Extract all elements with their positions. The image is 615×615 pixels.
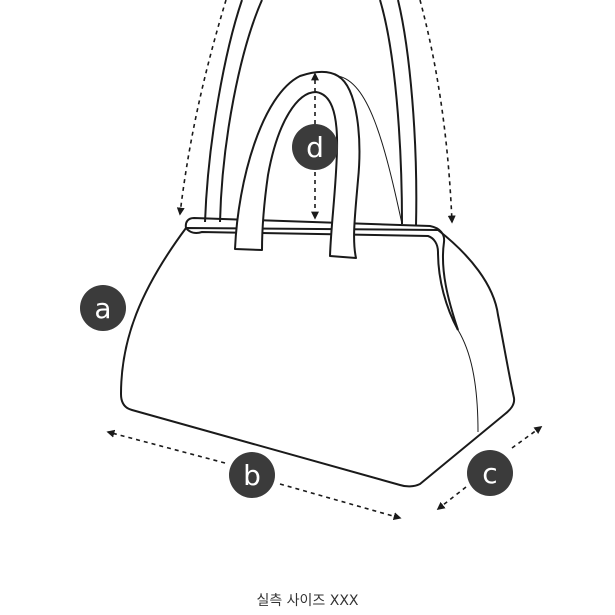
arrow-c-right [511, 426, 543, 449]
label-d-text: d [306, 131, 324, 164]
strap-arrow-right [419, 0, 456, 224]
label-c: c [467, 450, 513, 496]
bag-body [120, 227, 516, 488]
measurement-arrows [106, 0, 543, 521]
arrow-b-left [106, 429, 226, 464]
label-a-text: a [94, 292, 111, 325]
arrow-c-left [436, 486, 467, 510]
label-d: d [292, 124, 338, 170]
back-handle [337, 75, 403, 225]
label-c-text: c [482, 457, 497, 490]
arrow-b-right [279, 483, 402, 521]
front-handle [234, 70, 361, 259]
label-a: a [80, 285, 126, 331]
label-b: b [229, 452, 275, 498]
strap-arrow-left [176, 0, 227, 216]
shoulder-strap [204, 0, 418, 227]
label-b-text: b [243, 459, 261, 492]
size-caption: 실측 사이즈 XXX [256, 593, 359, 609]
bag-details [184, 216, 479, 433]
